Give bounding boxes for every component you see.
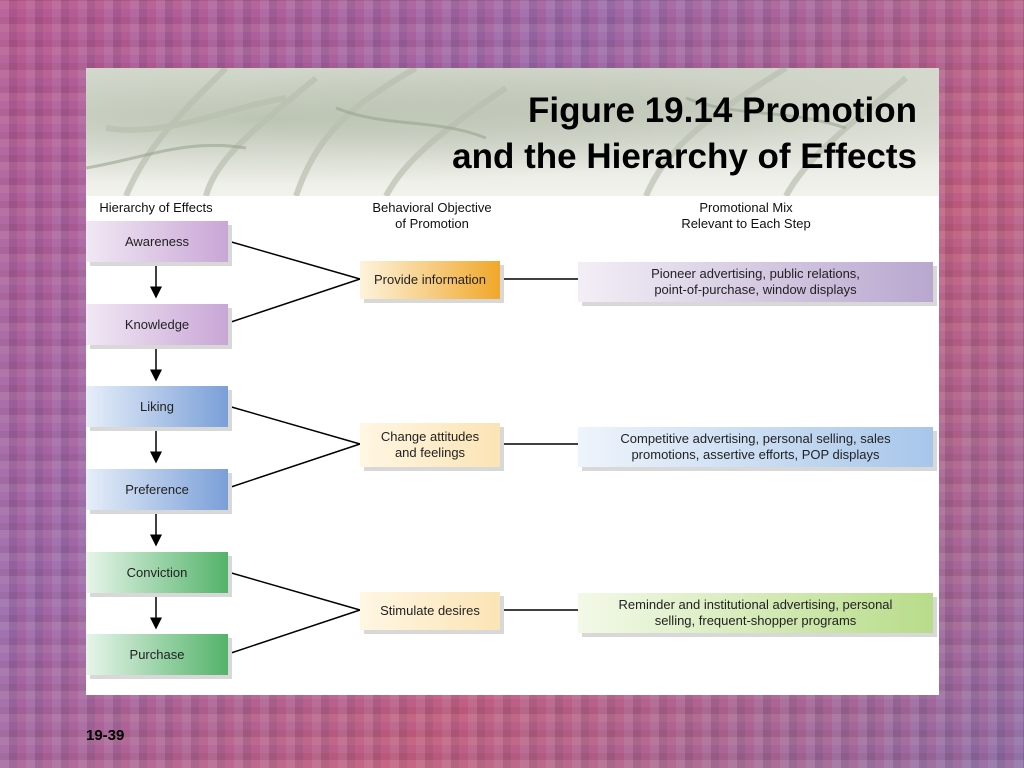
hierarchy-label: Preference (125, 481, 189, 497)
mix-label-line-2: promotions, assertive efforts, POP displ… (631, 447, 880, 462)
connector-purchase-line (227, 609, 361, 655)
hierarchy-box-knowledge: Knowledge (86, 304, 228, 345)
hierarchy-label: Awareness (124, 233, 190, 249)
mix-label-line-1: Reminder and institutional advertising, … (618, 597, 893, 612)
hierarchy-box-purchase: Purchase (86, 634, 228, 675)
column-header-mix-line-2: Relevant to Each Step (681, 216, 811, 231)
column-header-objective-line-1: Behavioral Objective (372, 200, 492, 215)
column-header-mix-line-1: Promotional Mix (699, 200, 793, 215)
hierarchy-label: Purchase (129, 646, 185, 662)
hierarchy-box-awareness: Awareness (86, 221, 228, 262)
hierarchy-box-preference: Preference (86, 469, 228, 510)
column-header-objective-line-2: of Promotion (395, 216, 469, 231)
connector-conviction-line (227, 571, 361, 611)
connector-lines (150, 240, 578, 655)
objective-box-stimulate-desires: Stimulate desires (360, 592, 500, 630)
objective-box-change-attitudes: Change attitudes and feelings (360, 423, 500, 467)
title-line-1: Figure 19.14 Promotion (528, 91, 917, 130)
mix-label-line-1: Pioneer advertising, public relations, (651, 266, 860, 281)
connector-liking-line (227, 405, 361, 445)
mix-label-line-1: Competitive advertising, personal sellin… (620, 431, 891, 446)
hierarchy-label: Conviction (126, 564, 188, 580)
objective-label: Provide information (374, 272, 486, 287)
objective-label-line-2: and feelings (394, 445, 466, 460)
slide-number: 19-39 (86, 727, 125, 744)
connector-preference-line (227, 443, 361, 489)
mix-label-line-2: point-of-purchase, window displays (654, 282, 857, 297)
tree-branches-image (86, 68, 908, 196)
mix-label-line-2: selling, frequent-shopper programs (654, 613, 857, 628)
objective-label-line-1: Change attitudes (380, 429, 480, 444)
hierarchy-box-liking: Liking (86, 386, 228, 427)
connector-awareness-line (227, 240, 361, 280)
content-panel: Figure 19.14 Promotion and the Hierarchy… (86, 68, 939, 695)
title-line-2: and the Hierarchy of Effects (452, 137, 917, 176)
mix-box-pioneer: Pioneer advertising, public relations, p… (578, 262, 933, 302)
page-title: Figure 19.14 Promotion and the Hierarchy… (452, 88, 917, 180)
connector-knowledge-line (227, 278, 361, 324)
hierarchy-label: Knowledge (124, 316, 190, 332)
mix-box-reminder: Reminder and institutional advertising, … (578, 593, 933, 633)
header-photo: Figure 19.14 Promotion and the Hierarchy… (86, 68, 939, 196)
objective-label: Stimulate desires (380, 603, 480, 618)
column-header-mix: Promotional Mix Relevant to Each Step (646, 200, 846, 232)
hierarchy-label: Liking (140, 398, 174, 414)
column-header-objective: Behavioral Objective of Promotion (342, 200, 522, 232)
hierarchy-box-conviction: Conviction (86, 552, 228, 593)
objective-box-provide-information: Provide information (360, 261, 500, 299)
mix-box-competitive: Competitive advertising, personal sellin… (578, 427, 933, 467)
column-header-hierarchy: Hierarchy of Effects (99, 200, 213, 215)
